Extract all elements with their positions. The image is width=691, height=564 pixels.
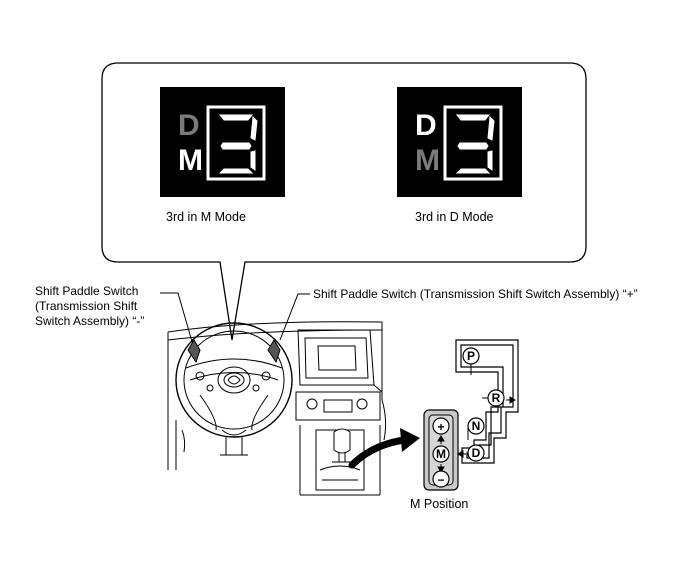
letter-m-inactive: M (415, 144, 440, 177)
display-m-mode: D M 3 (160, 87, 285, 197)
m-position-caption: M Position (410, 497, 469, 511)
position-m-circle (432, 445, 450, 463)
caption-d-mode: 3rd in D Mode (415, 210, 494, 224)
display-d-mode: D M 3 (397, 87, 522, 197)
seven-segment-digit (455, 114, 495, 174)
minus-paddle-label-line3: Switch Assembly) “-” (35, 314, 145, 328)
position-d-label: D (472, 446, 481, 460)
position-d-circle (467, 444, 485, 462)
position-minus-label: − (437, 473, 444, 487)
minus-paddle-label-line1: Shift Paddle Switch (35, 284, 139, 298)
position-r-label: R (492, 391, 501, 405)
plus-paddle-leader (279, 293, 310, 341)
position-p-label: P (467, 349, 475, 363)
position-n-label: N (472, 419, 481, 433)
plus-paddle-label: Shift Paddle Switch (Transmission Shift … (313, 287, 638, 301)
position-r-circle (487, 389, 505, 407)
minus-paddle-leader (160, 292, 196, 353)
gear-digit-frame (443, 105, 503, 181)
position-m-label: M (436, 447, 446, 461)
minus-paddle-label-line2: (Transmission Shift (35, 299, 138, 313)
position-plus-label: + (437, 420, 444, 434)
position-p-circle (462, 347, 480, 365)
plus-paddle-icon (267, 339, 281, 364)
steering-wheel-icon (175, 322, 293, 456)
caption-m-mode: 3rd in M Mode (166, 210, 246, 224)
letter-m-active: M (178, 144, 203, 177)
seven-segment-digit (218, 114, 258, 174)
position-n-circle (467, 417, 485, 435)
letter-d-active: D (415, 109, 437, 142)
gear-digit-frame (206, 105, 266, 181)
letter-d-inactive: D (178, 109, 200, 142)
position-minus-circle (432, 470, 450, 488)
minus-paddle-icon (187, 339, 201, 364)
position-plus-circle (432, 417, 450, 435)
